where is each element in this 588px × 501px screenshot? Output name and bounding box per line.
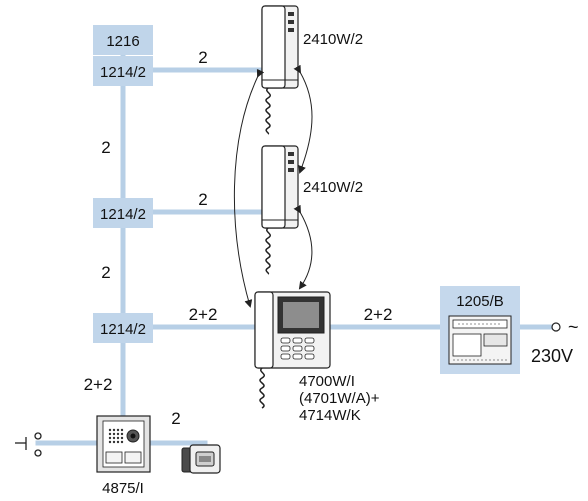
video-monitor-4700w [254, 291, 331, 409]
module-1216-label: 1216 [106, 33, 139, 50]
distributor-3-label: 1214/2 [100, 321, 146, 338]
panel-call-button-1 [105, 451, 123, 464]
electric-lock-icon [181, 444, 221, 474]
psu-1205b-label: 1205/B [456, 293, 504, 310]
exit-push-button-icon [15, 432, 42, 457]
distributor-2-box [93, 198, 153, 228]
handset-1-coiled-cord [265, 87, 271, 135]
handset-2-receiver [261, 145, 286, 229]
module-1216-box [93, 25, 153, 55]
intercom-arrows [233, 64, 313, 308]
entrance-panel-model-label: 4875/I [102, 480, 144, 497]
panel-speaker-grille [108, 428, 124, 444]
lock-wire-count: 2 [171, 409, 180, 428]
riser-2-wire-count: 2 [101, 263, 110, 282]
monitor-keypad [280, 337, 315, 360]
handset-2410w-2 [261, 145, 299, 275]
monitor-psu-wire-count: 2+2 [364, 305, 393, 324]
handset-2-coiled-cord [265, 227, 271, 275]
mains-terminal: ~ 230V [531, 317, 579, 366]
branch-2-wire-count: 2 [198, 190, 207, 209]
monitor-screen [283, 302, 319, 328]
monitor-coiled-cord [259, 367, 265, 409]
distributor-2-label: 1214/2 [100, 206, 146, 223]
handset-1-model-label: 2410W/2 [303, 31, 363, 48]
monitor-model-line-2: (4701W/A)+ [299, 390, 380, 407]
handset-1-receiver [261, 5, 286, 89]
arrow-handset1-handset2 [293, 64, 313, 174]
arrow-handset2-monitor [293, 204, 313, 290]
riser-1-wire-count: 2 [101, 138, 110, 157]
entrance-panel-4875 [96, 415, 151, 473]
riser-3-wire-count: 2+2 [84, 375, 113, 394]
mains-voltage-label: 230V [531, 346, 573, 366]
monitor-receiver [254, 291, 274, 369]
modules: 1216 1214/2 1214/2 1214/2 1205/B [93, 25, 520, 374]
arrow-handset1-monitor [233, 68, 265, 308]
branch-3-wire-count: 2+2 [189, 305, 218, 324]
handset-2410w-1 [261, 5, 299, 135]
din-rail-psu-icon [448, 315, 512, 365]
handset-2-model-label: 2410W/2 [303, 179, 363, 196]
panel-call-button-2 [124, 451, 142, 464]
monitor-model-line-1: 4700W/I [299, 373, 355, 390]
mains-terminal-circle [551, 322, 561, 332]
monitor-model-line-3: 4714W/K [299, 407, 361, 424]
distributor-3-box [93, 313, 153, 343]
distributor-1-label: 1214/2 [100, 64, 146, 81]
wiring [35, 52, 555, 459]
distributor-1-box [93, 56, 153, 86]
branch-1-wire-count: 2 [198, 48, 207, 67]
ac-symbol: ~ [568, 317, 579, 337]
wire-labels: 2 2 2 2 2+2 2+2 2+2 2 [84, 48, 393, 428]
